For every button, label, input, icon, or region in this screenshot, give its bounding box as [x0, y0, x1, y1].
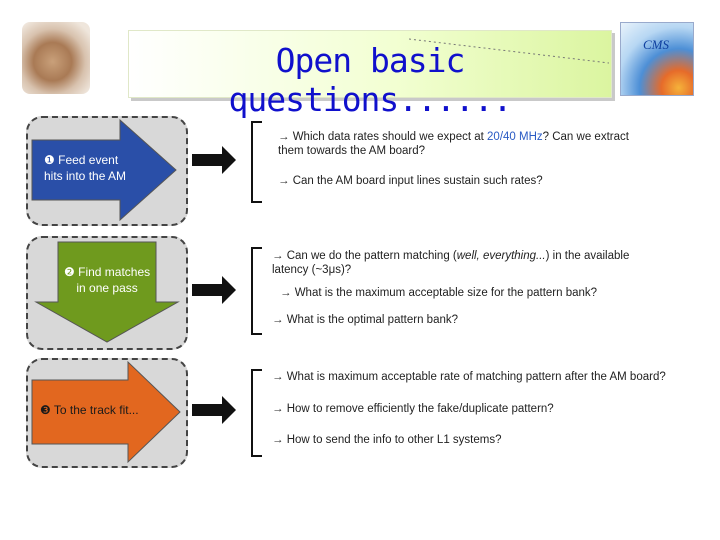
connector-arrow-3-icon	[192, 396, 236, 424]
step-2-marker: ❷	[64, 265, 75, 279]
question-3-3: → How to send the info to other L1 syste…	[272, 433, 501, 447]
step-2-panel: ❷ Find matches in one pass	[26, 236, 188, 350]
page-title: Open basic questions......	[228, 41, 512, 119]
question-text: → How to remove efficiently the fake/dup…	[272, 403, 554, 415]
question-text: → Which data rates should we expect at	[278, 131, 488, 143]
step-1-label-line2: hits into the AM	[44, 169, 127, 183]
step-2-label-line2: in one pass	[76, 281, 138, 295]
cms-logo: CMS	[620, 22, 694, 96]
step-1-label-line1: Feed event	[58, 153, 119, 167]
connector-arrow-1-icon	[192, 146, 236, 174]
question-text: ? Can we extract	[542, 131, 629, 143]
brackets	[251, 121, 262, 457]
question-2-1: → Can we do the pattern matching (well, …	[272, 249, 629, 277]
question-3-2: → How to remove efficiently the fake/dup…	[272, 402, 554, 416]
step-1-marker: ❶	[44, 153, 55, 167]
step-1-label: ❶ Feed event hits into the AM	[44, 152, 126, 184]
bracket-3	[251, 369, 262, 457]
bracket-1	[251, 121, 262, 203]
question-text: latency (~3μs)?	[272, 264, 352, 276]
question-text: ) in the available	[545, 250, 630, 262]
arrow-down-icon	[34, 241, 180, 343]
step-3-marker: ❸	[40, 403, 51, 417]
question-text: → Can the AM board input lines sustain s…	[278, 175, 543, 187]
question-text: them towards the AM board?	[278, 145, 426, 157]
step-2-label-line1: Find matches	[78, 265, 151, 279]
question-1-2: → Can the AM board input lines sustain s…	[278, 174, 543, 188]
question-text: → What is the optimal pattern bank?	[272, 314, 459, 326]
step-3-panel: ❸ To the track fit...	[26, 358, 188, 468]
arrow-right-icon	[31, 118, 177, 222]
question-3-1: → What is maximum acceptable rate of mat…	[272, 370, 666, 384]
step-3-label-line1: To the track fit...	[53, 403, 139, 417]
question-highlight: well, everything...	[456, 250, 546, 262]
title-banner: Open basic questions......	[128, 30, 612, 119]
question-text: → How to send the info to other L1 syste…	[272, 434, 502, 446]
question-1-1: → Which data rates should we expect at 2…	[278, 130, 629, 158]
question-highlight: 20/40 MHz	[487, 131, 543, 143]
cms-logo-text: CMS	[643, 37, 669, 52]
arrow-right-icon	[31, 360, 181, 464]
question-text: → What is the maximum acceptable size fo…	[280, 287, 598, 299]
bracket-2	[251, 247, 262, 335]
question-2-2: → What is the maximum acceptable size fo…	[280, 286, 597, 300]
step-2-label: ❷ Find matches in one pass	[64, 264, 150, 296]
step-1-panel: ❶ Feed event hits into the AM	[26, 116, 188, 226]
question-text: → Can we do the pattern matching (	[272, 250, 457, 262]
connector-arrows	[192, 146, 236, 424]
connector-arrow-2-icon	[192, 276, 236, 304]
step-3-label: ❸ To the track fit...	[40, 402, 139, 418]
question-text: → What is maximum acceptable rate of mat…	[272, 371, 666, 383]
dotted-line-decoration	[409, 38, 609, 64]
project-logo-left	[22, 22, 90, 94]
question-2-3: → What is the optimal pattern bank?	[272, 313, 458, 327]
